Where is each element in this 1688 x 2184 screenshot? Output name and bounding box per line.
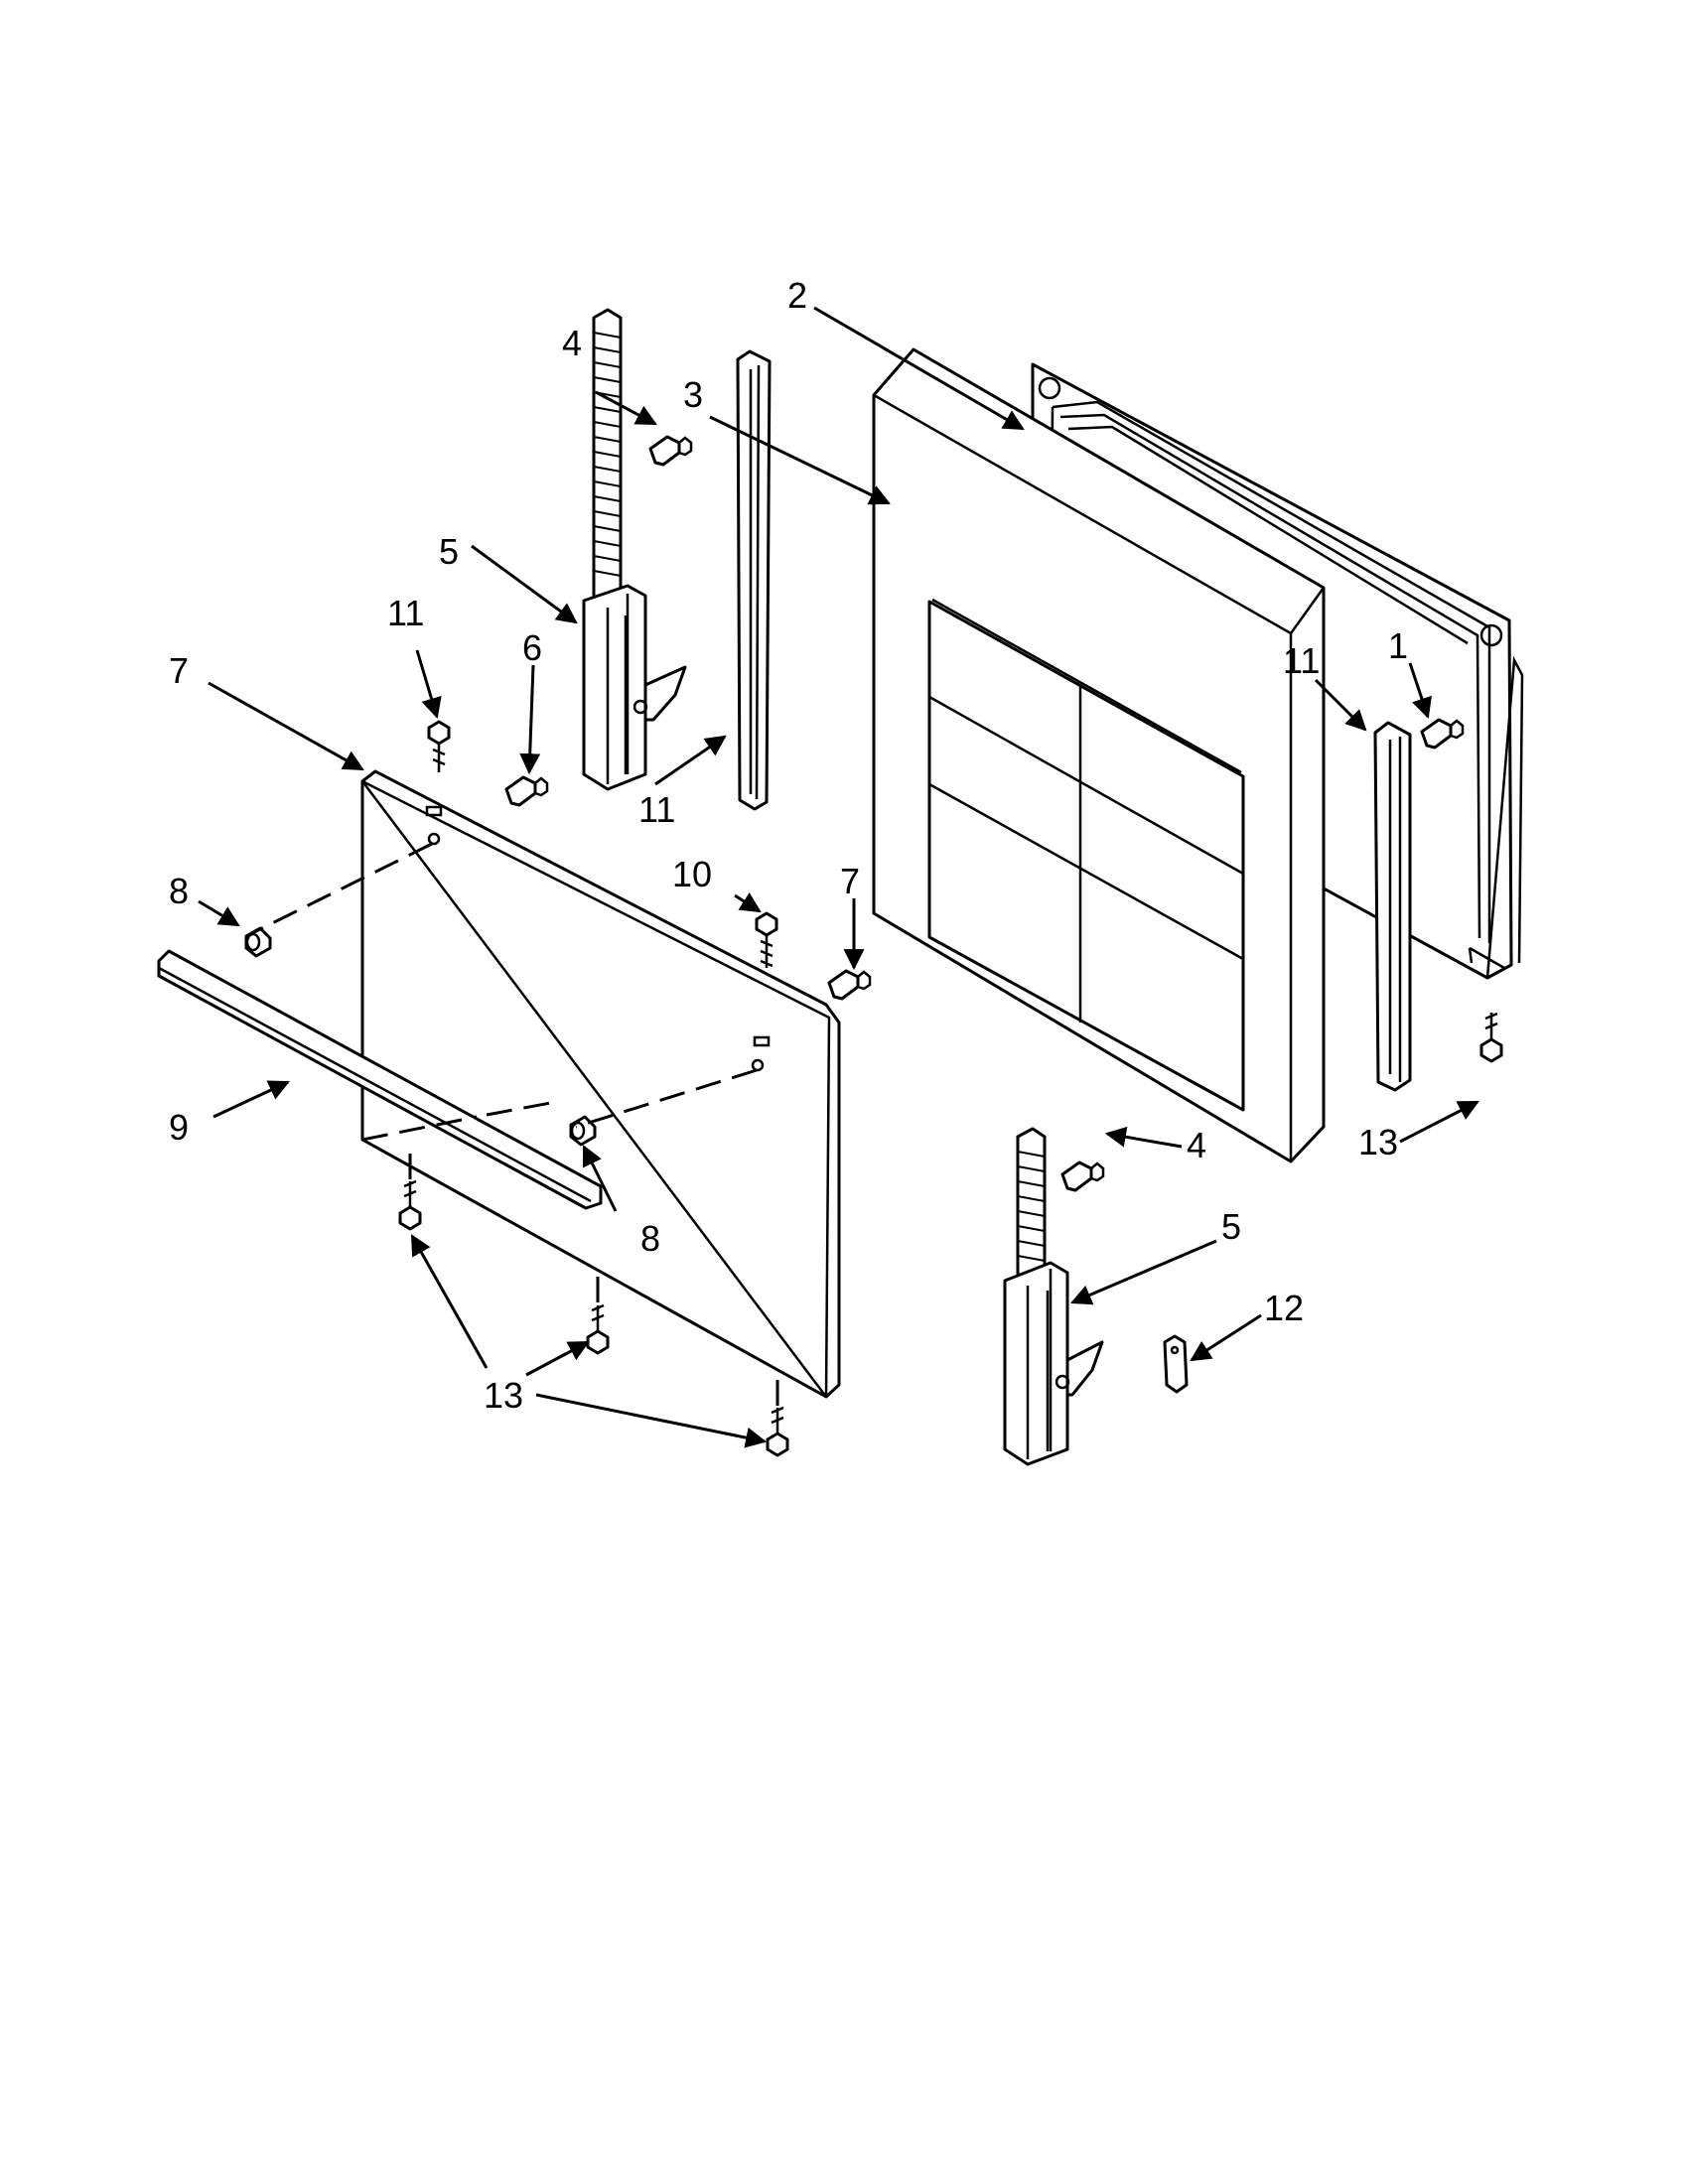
callout-12: 12 — [1264, 1288, 1304, 1328]
callout-2: 2 — [787, 275, 807, 316]
callout-11-screw: 11 — [387, 593, 424, 633]
screw-13-c — [766, 1406, 789, 1457]
screw-11-panel — [427, 720, 451, 772]
callout-11-left-trim: 11 — [638, 789, 675, 830]
door-trim-left — [736, 349, 772, 811]
callout-13-right: 13 — [1358, 1122, 1398, 1162]
callout-labels: 1 2 3 4 4 5 5 6 7 7 8 8 9 10 11 11 11 12… — [169, 275, 1408, 1416]
callout-9: 9 — [169, 1107, 189, 1148]
callout-10: 10 — [672, 854, 712, 894]
callout-5-lower: 5 — [1221, 1206, 1241, 1247]
leader-lines — [198, 306, 1479, 1448]
screw-4-upper — [648, 435, 693, 467]
callout-8-right: 8 — [640, 1218, 660, 1259]
callout-6: 6 — [522, 627, 542, 668]
door-hinge-lower — [1003, 1127, 1104, 1466]
spacer-8-right — [569, 1115, 597, 1147]
callout-4-upper: 4 — [562, 323, 582, 363]
callout-8-left: 8 — [169, 871, 189, 911]
screw-7 — [827, 969, 872, 1001]
screw-4-lower — [1060, 1160, 1105, 1192]
outer-door-panel — [360, 769, 841, 1399]
callout-1: 1 — [1388, 625, 1408, 666]
callout-3: 3 — [683, 374, 703, 415]
door-glass-pack — [872, 347, 1326, 1163]
spacer-8-left — [244, 926, 272, 958]
door-hinge-upper — [582, 308, 687, 791]
screw-10 — [755, 911, 778, 968]
screw-1 — [1420, 718, 1465, 750]
screw-13-b — [586, 1303, 610, 1355]
screw-13-d — [1479, 1012, 1503, 1063]
callout-5-upper: 5 — [439, 531, 459, 572]
screw-6 — [504, 775, 549, 807]
callout-7-right: 7 — [840, 861, 860, 901]
screw-13-a — [398, 1179, 422, 1231]
callout-11-right-trim: 11 — [1283, 640, 1320, 681]
assembly-lines — [247, 842, 779, 1406]
door-handle-channel — [157, 949, 603, 1210]
door-trim-right — [1373, 721, 1412, 1092]
callout-13-lower: 13 — [484, 1375, 523, 1416]
callout-7-left: 7 — [169, 650, 189, 691]
clip-12 — [1163, 1334, 1189, 1394]
callout-4-lower: 4 — [1187, 1125, 1206, 1165]
